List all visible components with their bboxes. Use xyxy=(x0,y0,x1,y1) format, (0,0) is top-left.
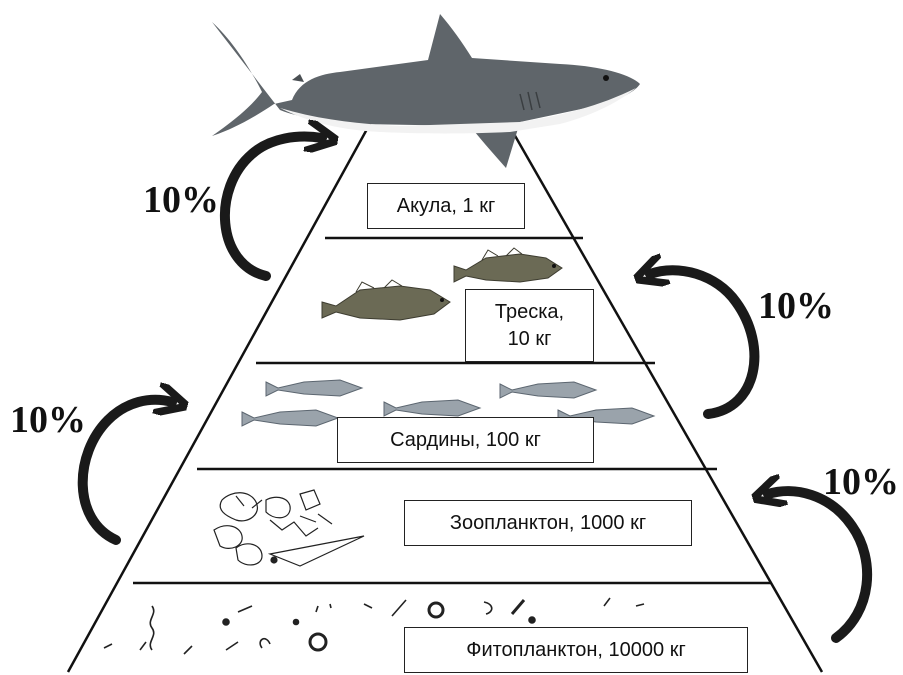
zooplankton-level-text: Зоопланктон, 1000 кг xyxy=(450,510,646,537)
sardines-level-label: Сардины, 100 кг xyxy=(337,417,594,463)
zooplankton-level-label: Зоопланктон, 1000 кг xyxy=(404,500,692,546)
arrow-zoo-to-sardine xyxy=(83,400,172,540)
phytoplankton-level-text: Фитопланктон, 10000 кг xyxy=(466,637,686,664)
arrow-cod-to-shark xyxy=(225,137,322,276)
percent-phyto-to-zoo: 10% xyxy=(823,460,899,504)
cod-level-text-line2: 10 кг xyxy=(508,326,552,353)
shark-level-label: Акула, 1 кг xyxy=(367,183,525,229)
percent-cod-to-shark: 10% xyxy=(143,178,219,222)
sardines-level-text: Сардины, 100 кг xyxy=(390,427,541,454)
percent-zoo-to-sardine: 10% xyxy=(10,398,86,442)
pyramid-left-edge xyxy=(68,120,372,672)
cod-fish-illustration xyxy=(322,280,450,320)
cod-level-label: Треска, 10 кг xyxy=(465,289,594,362)
cod-fish-illustration xyxy=(454,248,562,282)
cod-level-text-line1: Треска, xyxy=(495,299,564,326)
zooplankton-illustration xyxy=(214,490,364,566)
percent-sardine-to-cod: 10% xyxy=(758,284,834,328)
shark-level-text: Акула, 1 кг xyxy=(397,193,496,220)
arrow-sardine-to-cod xyxy=(650,270,754,414)
arrow-phyto-to-zoo xyxy=(768,491,867,638)
phytoplankton-level-label: Фитопланктон, 10000 кг xyxy=(404,627,748,673)
